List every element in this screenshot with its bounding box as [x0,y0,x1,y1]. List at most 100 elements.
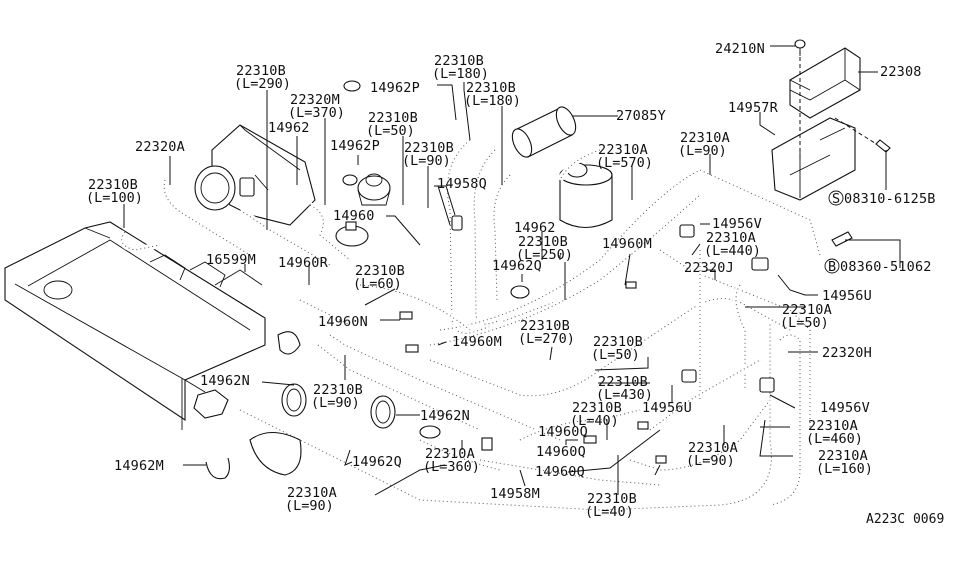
part-number: 22310A [598,142,648,158]
vacuum-hose [447,139,561,334]
part-number: 22310B [434,53,484,69]
hose-length: (L=90) [285,498,334,514]
hose-length: (L=270) [518,331,575,347]
part-number: 08360-51062 [840,259,932,275]
vacuum-hose [559,149,601,181]
part-number: 22310B [236,63,286,79]
prefix-letter: B [828,259,836,275]
vacuum-hose [629,399,771,471]
vacuum-hose [659,249,811,430]
screw-08310 [875,139,891,153]
part-label-22310a: 22310A(L=460) [806,418,863,447]
part-number: 14962 [514,220,556,236]
part-number: 22310A [818,448,868,464]
part-number: 14962P [330,138,380,154]
part-label-14956u: 14956U [822,288,872,304]
part-label-22310b: 22310B(L=40) [570,400,622,429]
part-label-22310a: 22310A(L=440) [704,230,761,259]
hose-length: (L=50) [591,347,640,363]
part-label-14962q: 14962Q [492,258,542,274]
vacuum-hose [163,179,251,256]
part-number: 14956V [820,400,870,416]
part-number: 22310A [782,302,832,318]
vacuum-hose [419,439,501,471]
part-number: 14958Q [437,176,487,192]
part-label-14956u: 14956U [642,400,692,416]
part-number: 14962M [114,458,164,474]
vacuum-hose [649,359,761,431]
part-label-22310b: 22310B(L=430) [596,374,653,403]
hose-length: (L=430) [596,387,653,403]
part-label-14960q: 14960Q [536,444,586,460]
hose-length: (L=180) [432,66,489,82]
hose-length: (L=50) [366,123,415,139]
hose-length: (L=40) [570,413,619,429]
vacuum-hose [769,332,803,508]
hose-length: (L=90) [678,143,727,159]
part-number: 14956U [642,400,692,416]
part-label-22310b: 22310B(L=90) [311,382,363,411]
part-number: 14962Q [492,258,542,274]
part-label-22308: 22308 [880,64,921,80]
part-label-16599m: 16599M [206,252,256,268]
part-number: 22310B [404,140,454,156]
vacuum-hose [239,209,331,266]
vacuum-hose [648,357,762,433]
part-number: 14962N [200,373,250,389]
part-label-14962n: 14962N [200,373,250,389]
part-label-14960n: 14960N [318,314,368,330]
hose-length: (L=90) [402,153,451,169]
bolt-08360 [831,231,853,247]
part-label-22310b: 22310B(L=50) [591,334,643,363]
part-label-22320h: 22320H [822,345,872,361]
screw-24210N [794,39,806,56]
vacuum-hose [118,230,161,254]
part-number: 22310A [808,418,858,434]
hose-length: (L=570) [596,155,653,171]
prefix-letter: S [832,191,840,207]
part-labels: 22310B(L=290)22320M(L=370)1496222320A223… [86,41,936,520]
vacuum-hose [518,407,641,443]
hose-length: (L=90) [311,395,360,411]
part-number: 22310A [425,446,475,462]
hose-length: (L=90) [686,453,735,469]
part-number: 22320A [135,139,185,155]
part-number: 08310-6125B [844,191,936,207]
part-label-14962p: 14962P [330,138,380,154]
part-label-14960q: 14960Q [535,464,585,480]
hose-length: (L=160) [816,461,873,477]
part-label-22320a: 22320A [135,139,185,155]
reservoir-tank [559,162,613,229]
part-label-22310b: 22310B(L=180) [464,80,521,109]
part-label-22310b: 22310B(L=290) [234,63,291,92]
part-number: 22310B [88,177,138,193]
part-number: 22310A [688,440,738,456]
part-number: 14956U [822,288,872,304]
part-number: 24210N [715,41,765,57]
canister-27085Y [511,106,577,158]
part-number: 14962 [268,120,310,136]
part-label-14962n: 14962N [420,408,470,424]
part-label-22310b: 22310B(L=250) [516,234,573,263]
vacuum-hose [769,334,801,506]
vacuum-hose [328,332,562,443]
part-label-14956v: 14956V [820,400,870,416]
hose-length: (L=250) [516,247,573,263]
part-number: 14956V [712,216,762,232]
part-label-22310a: 22310A(L=90) [678,130,730,159]
part-number: 22320M [290,92,340,108]
part-label-27085y: 27085Y [616,108,666,124]
part-label-14958m: 14958M [490,486,540,502]
part-label-22310b: 22310B(L=40) [585,491,637,520]
part-label-14962q: 14962Q [352,454,402,470]
part-label-22310a: 22310A(L=360) [423,446,480,475]
vacuum-hose [309,204,351,261]
vacuum-hose [733,283,748,390]
vacuum-hose [429,192,703,348]
hose-length: (L=40) [585,504,634,520]
vacuum-valves [399,215,775,464]
part-label-22320j: 22320J [684,260,734,276]
part-number: 27085Y [616,108,666,124]
